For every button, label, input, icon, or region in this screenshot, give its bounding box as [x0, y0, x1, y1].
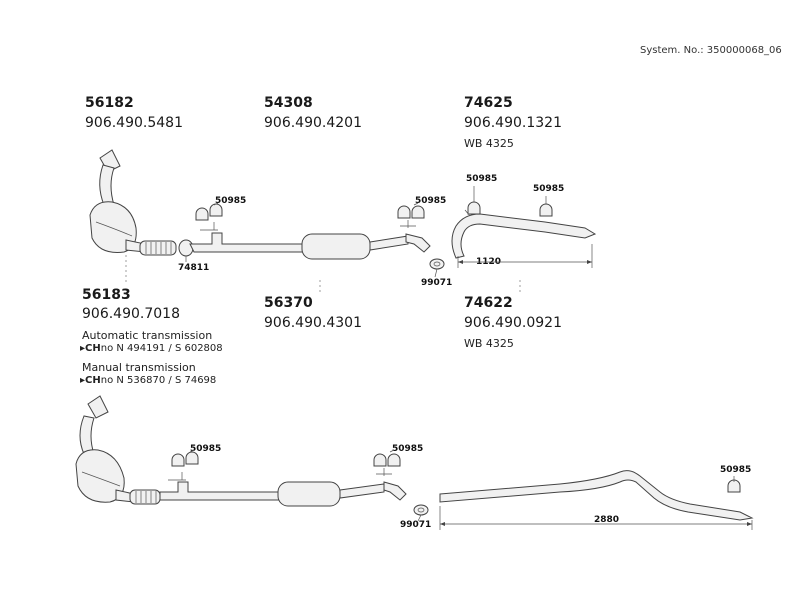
- oe-number-56182: 906.490.5481: [85, 115, 183, 131]
- wheelbase-74625: WB 4325: [464, 137, 514, 150]
- chassis-range: no N 536870 / S 74698: [100, 375, 217, 386]
- clamp-74811: [178, 239, 194, 262]
- transmission-label-manual: Manual transmission: [82, 361, 196, 374]
- flex-pipe-lower: [129, 489, 161, 505]
- gasket-99071-upper: [429, 258, 445, 278]
- dimension-line-2880: [439, 506, 753, 530]
- oe-number-74622: 906.490.0921: [464, 315, 562, 331]
- chassis-number-automatic: ▸CHno N 494191 / S 602808: [80, 343, 223, 354]
- middle-silencer-upper: [301, 233, 371, 260]
- part-number-74622: 74622: [464, 295, 513, 311]
- chassis-number-manual: ▸CHno N 536870 / S 74698: [80, 375, 216, 386]
- oe-number-56370: 906.490.4301: [264, 315, 362, 331]
- callout-gasket: 99071: [400, 520, 432, 530]
- part-number-56183: 56183: [82, 287, 131, 303]
- callout-hanger: 50985: [415, 196, 447, 206]
- callout-hanger: 50985: [533, 184, 565, 194]
- callout-hanger: 50985: [466, 174, 498, 184]
- flag-arrow-icon: ▸: [80, 343, 86, 354]
- flag-arrow-icon: ▸: [80, 375, 86, 386]
- flex-pipe-upper: [139, 240, 177, 256]
- callout-gasket: 99071: [421, 278, 453, 288]
- oe-number-54308: 906.490.4201: [264, 115, 362, 131]
- rubber-hanger-group: [195, 186, 553, 221]
- tail-pipe-74625: [451, 209, 597, 259]
- system-number: System. No.: 350000068_06: [640, 45, 782, 56]
- wheelbase-74622: WB 4325: [464, 337, 514, 350]
- callout-hanger: 50985: [215, 196, 247, 206]
- middle-pipe-upper: [189, 220, 431, 260]
- middle-pipe-lower: [159, 468, 407, 507]
- middle-silencer-lower: [277, 481, 341, 507]
- oe-number-74625: 906.490.1321: [464, 115, 562, 131]
- rubber-hanger-group-lower: [171, 449, 741, 493]
- part-number-54308: 54308: [264, 95, 313, 111]
- gasket-99071-lower: [413, 504, 429, 522]
- chassis-prefix: CH: [85, 375, 101, 386]
- chassis-prefix: CH: [85, 343, 101, 354]
- callout-hanger: 50985: [392, 444, 424, 454]
- callout-hanger: 50985: [720, 465, 752, 475]
- chassis-range: no N 494191 / S 602808: [100, 343, 223, 354]
- dimension-label-long: 2880: [594, 515, 620, 525]
- callout-clamp: 74811: [178, 263, 210, 273]
- dimension-line-1120: [457, 244, 593, 268]
- part-number-74625: 74625: [464, 95, 513, 111]
- part-number-56182: 56182: [85, 95, 134, 111]
- transmission-label-automatic: Automatic transmission: [82, 329, 213, 342]
- catalytic-converter-upper: [89, 149, 146, 253]
- catalytic-converter-lower: [75, 395, 135, 503]
- tail-pipe-74622: [439, 470, 754, 521]
- callout-hanger: 50985: [190, 444, 222, 454]
- part-number-56370: 56370: [264, 295, 313, 311]
- oe-number-56183: 906.490.7018: [82, 306, 180, 322]
